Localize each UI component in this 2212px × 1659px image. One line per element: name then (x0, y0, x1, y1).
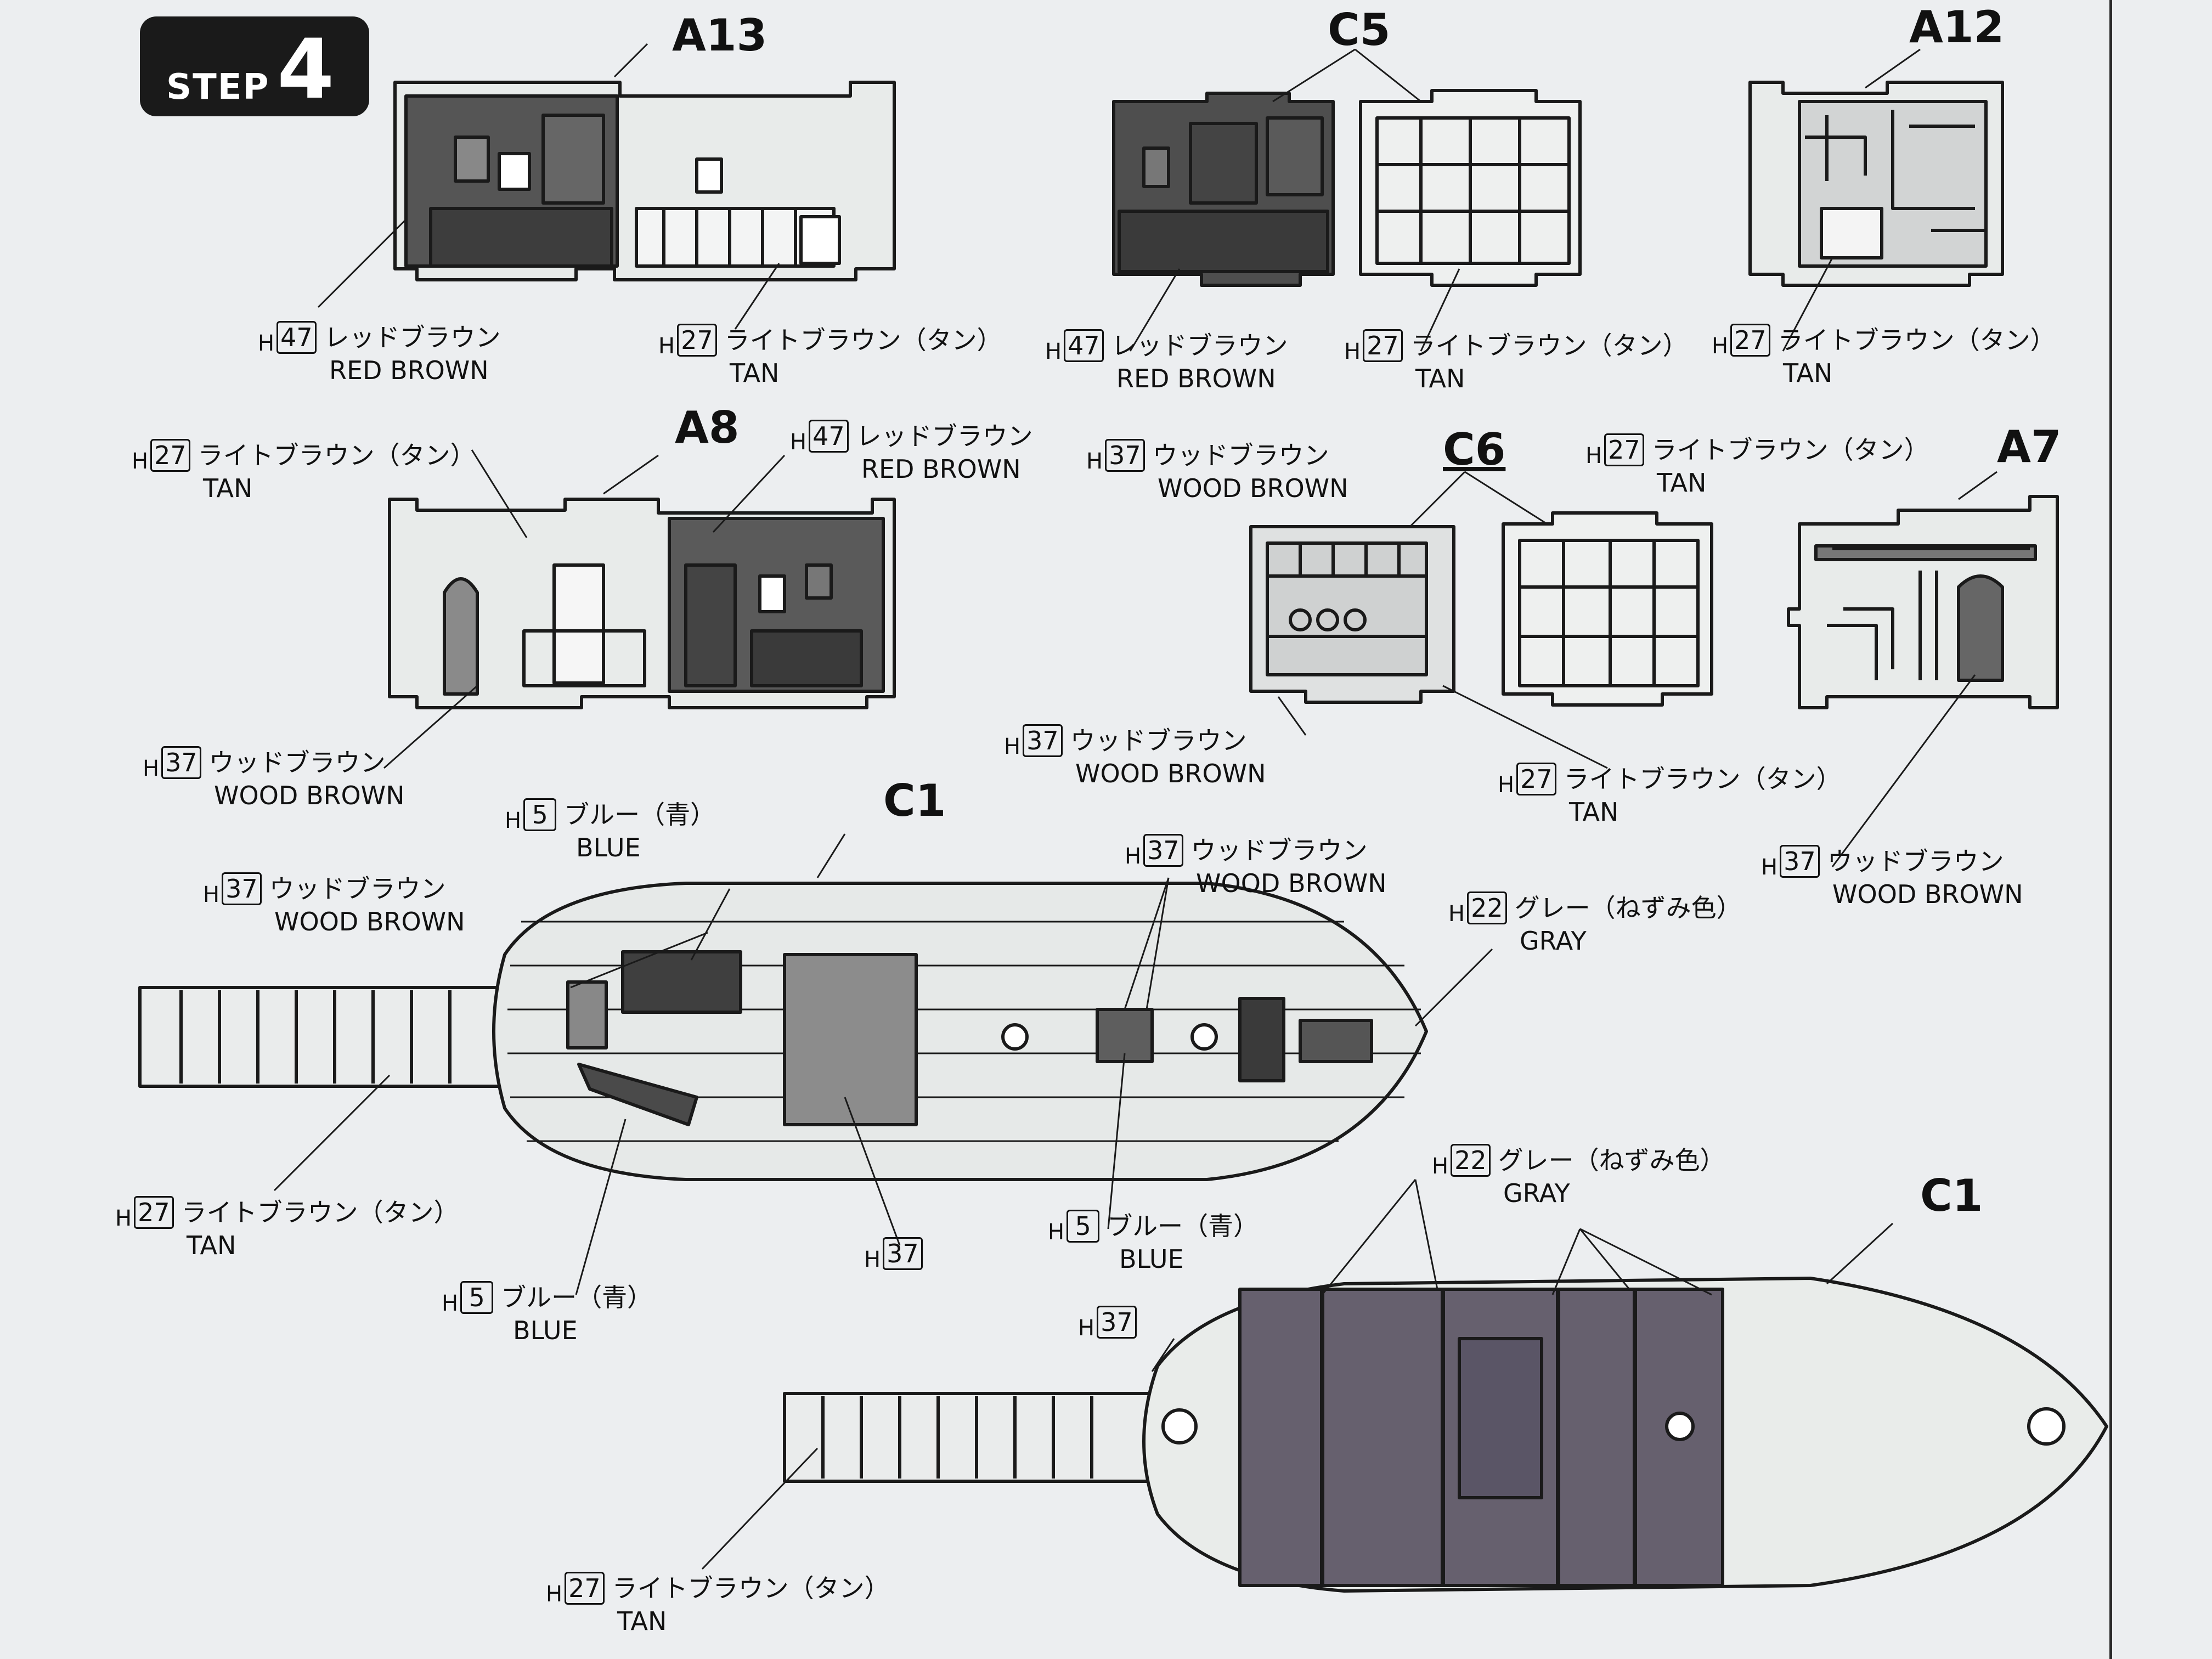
part-label-a13: A13 (672, 10, 768, 61)
part-c1-top-drawing (138, 882, 1428, 1181)
part-label-a8: A8 (675, 402, 740, 453)
part-c1-bottom-drawing (783, 1277, 2108, 1593)
step-word: STEP (166, 67, 270, 108)
part-label-a7: A7 (1997, 421, 2062, 472)
part-a12-drawing (1748, 81, 2004, 287)
part-a13-drawing (393, 81, 896, 281)
step-number: 4 (277, 22, 335, 117)
part-c6-drawing (1249, 511, 1713, 707)
part-a7-drawing (1787, 495, 2059, 709)
step-badge: STEP 4 (140, 16, 369, 116)
part-label-c1-bottom: C1 (1920, 1170, 1983, 1221)
page-edge-line (2109, 0, 2112, 1659)
part-c5-drawing (1112, 89, 1582, 287)
part-label-c1-top: C1 (883, 775, 946, 826)
part-label-c6: C6 (1443, 424, 1506, 475)
part-a8-drawing (388, 498, 896, 709)
part-label-c5: C5 (1328, 4, 1391, 55)
part-label-a12: A12 (1909, 2, 2005, 53)
leader-lines (273, 43, 1997, 1570)
